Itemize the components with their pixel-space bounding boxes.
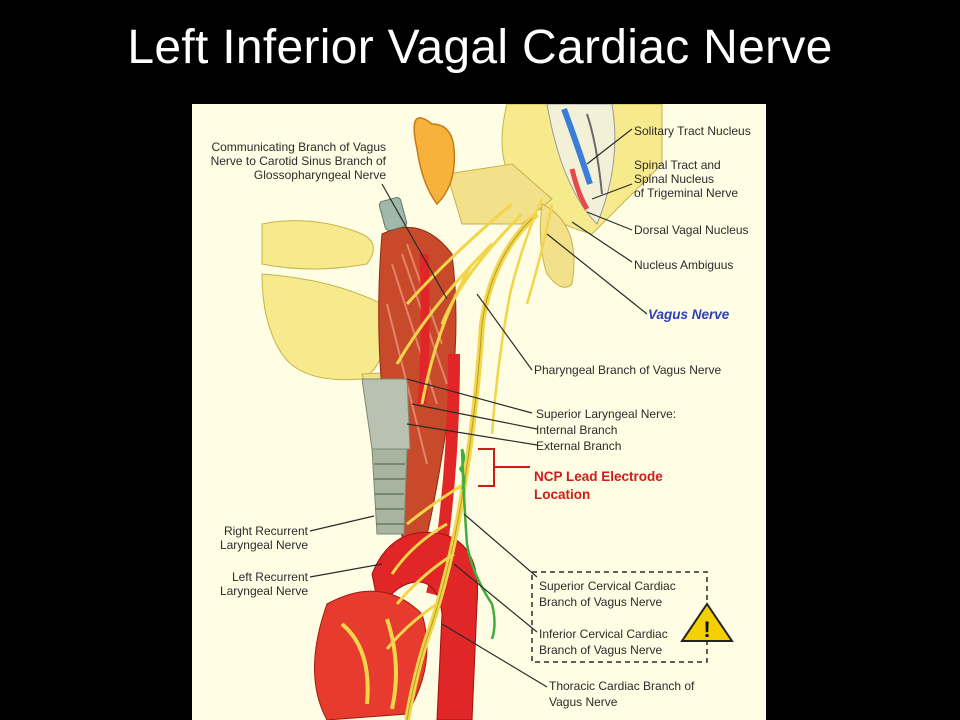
label-nucleus-ambiguus: Nucleus Ambiguus [634, 258, 734, 272]
mandible [261, 273, 385, 381]
aortic-arch [371, 531, 479, 720]
ear [413, 117, 456, 206]
trachea-rings [374, 463, 405, 525]
warning-icon [680, 602, 734, 642]
maxilla [261, 220, 374, 270]
label-dorsal-vagal-nucleus: Dorsal Vagal Nucleus [634, 223, 749, 237]
spinal-trigeminal [586, 113, 603, 195]
label-pharyngeal-branch: Pharyngeal Branch of Vagus Nerve [534, 363, 722, 377]
label-solitary-tract-nucleus: Solitary Tract Nucleus [634, 124, 751, 138]
label-inferior-cervical-cardiac: Inferior Cervical Cardiac Branch of Vagu… [539, 627, 668, 657]
trachea [371, 448, 408, 535]
slide-title: Left Inferior Vagal Cardiac Nerve [127, 21, 833, 74]
nerve-branches [385, 202, 524, 650]
ncp-bracket [478, 448, 530, 487]
label-left-recurrent: Left Recurrent Laryngeal Nerve [219, 570, 308, 598]
label-vagus-nerve: Vagus Nerve [648, 307, 730, 322]
heart-vessels [340, 618, 398, 710]
anatomy-illustration: ! [261, 104, 734, 720]
leader-lines [309, 128, 648, 688]
carotid-sinus [378, 197, 408, 231]
label-right-recurrent: Right Recurrent Laryngeal Nerve [219, 524, 308, 552]
carotid-artery-2 [417, 253, 430, 405]
label-superior-cervical-cardiac: Superior Cervical Cardiac Branch of Vagu… [539, 579, 676, 609]
ncp-electrode-coil [458, 448, 466, 490]
label-communicating-branch: Communicating Branch of Vagus Nerve to C… [210, 140, 386, 182]
solitary-nucleus [561, 107, 593, 185]
label-spinal-tract-nucleus: Spinal Tract and Spinal Nucleus of Trige… [634, 158, 739, 200]
anatomy-figure: ! Communicating Branch of Vagus Nerve to… [192, 104, 766, 720]
label-superior-laryngeal: Superior Laryngeal Nerve: Internal Branc… [536, 407, 677, 453]
label-ncp-lead: NCP Lead Electrode Location [534, 469, 663, 502]
dorsal-vagal-nucleus [569, 168, 590, 211]
ncp-electrode-lead [460, 448, 496, 640]
warning-mark: ! [703, 617, 710, 642]
label-thoracic-cardiac: Thoracic Cardiac Branch of Vagus Nerve [549, 679, 695, 709]
larynx [361, 378, 411, 450]
accessory-nerves [490, 198, 554, 435]
